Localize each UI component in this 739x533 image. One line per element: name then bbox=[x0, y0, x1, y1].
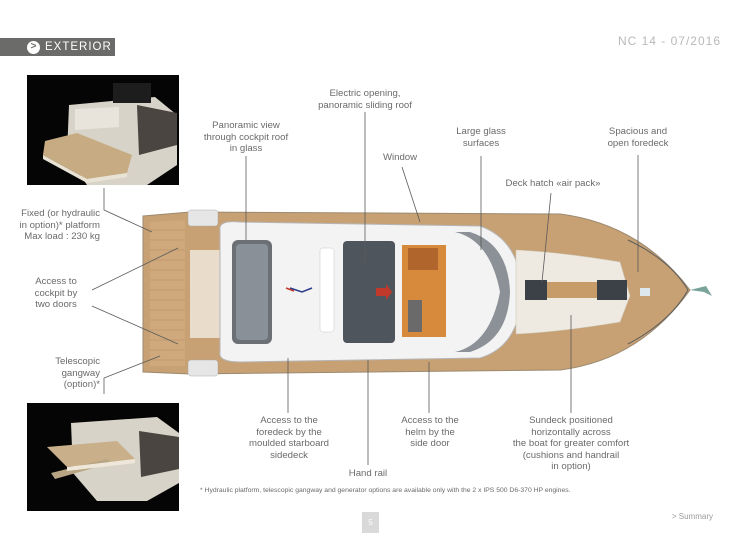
callout-deck-hatch: Deck hatch «air pack» bbox=[505, 178, 601, 189]
callout-telescopic-gangway: Telescopic gangway (option)* bbox=[55, 356, 100, 390]
callout-sliding-roof: Electric opening, panoramic sliding roof bbox=[318, 88, 412, 111]
page-number: 5 bbox=[362, 512, 379, 533]
callout-platform: Fixed (or hydraulic in option)* platform… bbox=[19, 208, 100, 242]
platform-photo bbox=[27, 75, 179, 185]
callout-starboard-sidedeck: Access to the foredeck by the moulded st… bbox=[249, 415, 329, 461]
chevron-right-circle-icon: > bbox=[27, 40, 40, 54]
callout-window: Window bbox=[382, 152, 418, 163]
callout-hand-rail: Hand rail bbox=[348, 468, 388, 479]
callout-sundeck: Sundeck positioned horizontally across t… bbox=[512, 415, 630, 472]
callout-foredeck: Spacious and open foredeck bbox=[607, 126, 669, 149]
gangway-photo bbox=[27, 403, 179, 511]
section-tab-exterior: > EXTERIOR bbox=[0, 38, 115, 56]
callout-helm-access: Access to the helm by the side door bbox=[401, 415, 459, 449]
document-reference: NC 14 - 07/2016 bbox=[617, 34, 721, 48]
section-label: EXTERIOR bbox=[45, 41, 112, 53]
callout-cockpit-access: Access to cockpit by two doors bbox=[34, 276, 78, 310]
callout-glass-surfaces: Large glass surfaces bbox=[456, 126, 506, 149]
summary-link[interactable]: > Summary bbox=[671, 512, 713, 521]
footnote: * Hydraulic platform, telescopic gangway… bbox=[200, 487, 571, 494]
callout-panoramic-view: Panoramic view through cockpit roof in g… bbox=[203, 120, 289, 154]
